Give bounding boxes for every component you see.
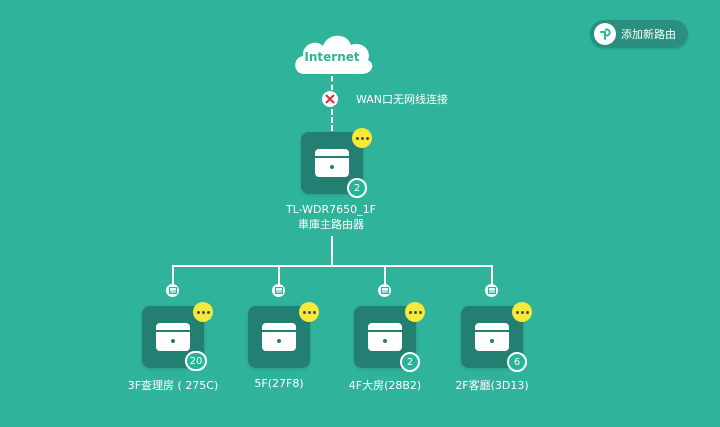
router-icon [262,323,296,351]
tree-branch-line [172,265,174,285]
sub-router-more-button[interactable] [405,302,425,322]
client-count-badge: 2 [347,178,367,198]
client-count-badge: 6 [507,352,527,372]
add-router-label: 添加新路由 [621,28,676,41]
ethernet-port-icon [485,284,498,297]
wan-status-text: WAN口无网线连接 [356,93,449,106]
sub-router-label: 4F大房(28B2) [348,379,422,392]
sub-router-more-button[interactable] [512,302,532,322]
main-router-tile[interactable]: 2 [301,132,367,198]
sub-router-label: 3F查理房 ( 275C) [127,379,219,392]
sub-router-label: 5F(27F8) [254,377,304,390]
sub-router-more-button[interactable] [299,302,319,322]
sub-router-tile-3f[interactable]: 20 [142,306,207,371]
tree-branch-line [491,265,493,285]
sub-router-label: 2F客廳(3D13) [455,379,529,392]
tplink-logo-icon [594,23,616,45]
router-icon [315,149,349,177]
wan-dashed-line-bottom [331,109,333,131]
wan-dashed-line-top [331,76,333,90]
tree-branch-line [278,265,280,285]
ethernet-port-icon [378,284,391,297]
tree-branch-line [384,265,386,285]
main-router-more-button[interactable] [352,128,372,148]
client-count-badge: 2 [400,352,420,372]
router-icon [475,323,509,351]
main-router-alias: 車庫主路由器 [298,218,364,231]
tree-trunk-line [331,236,333,266]
router-icon [368,323,402,351]
tree-horizontal-line [172,265,493,267]
internet-cloud-icon [295,35,373,74]
client-count-badge: 20 [185,351,207,371]
ethernet-port-icon [166,284,179,297]
main-router-model: TL-WDR7650_1F [286,203,376,216]
ethernet-port-icon [272,284,285,297]
internet-label: Internet [304,50,360,64]
error-icon [322,91,338,107]
main-router-name: TL-WDR7650_1F 車庫主路由器 [233,202,429,232]
add-router-button[interactable]: 添加新路由 [590,20,688,48]
router-icon [156,323,190,351]
sub-router-more-button[interactable] [193,302,213,322]
